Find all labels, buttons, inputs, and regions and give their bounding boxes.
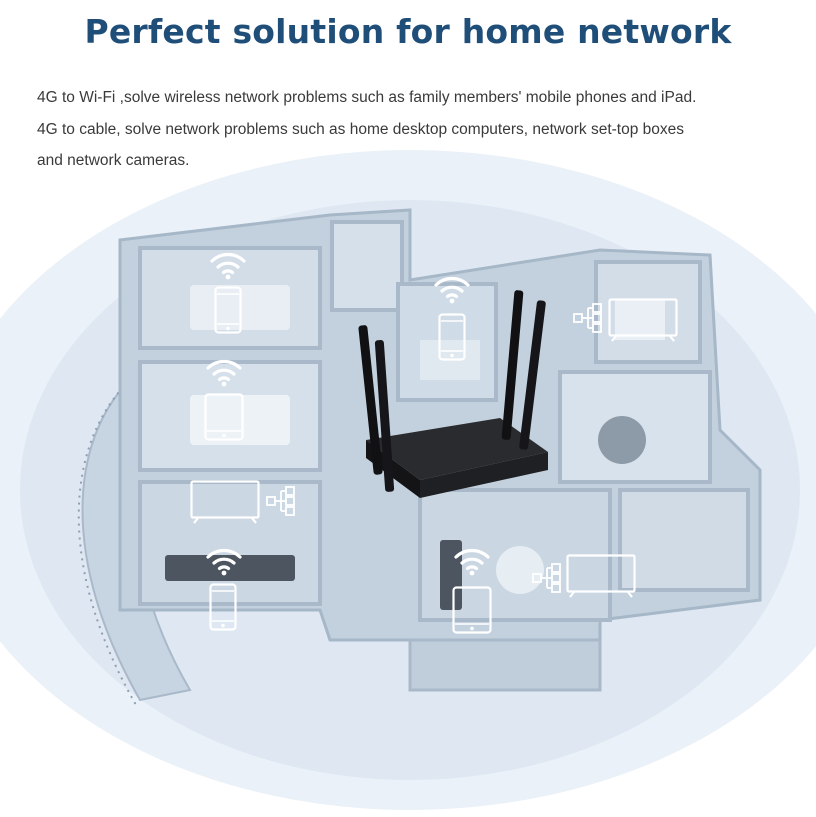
router-antenna-2 — [374, 340, 395, 492]
description-line-1: 4G to Wi-Fi ,solve wireless network prob… — [37, 89, 697, 106]
sofa-right — [440, 540, 462, 610]
description-line-3: and network cameras. — [37, 152, 190, 169]
bathroom — [330, 220, 404, 312]
router-antenna-3 — [501, 290, 524, 440]
description-line-2: 4G to cable, solve network problems such… — [37, 120, 685, 138]
bed-2 — [190, 395, 290, 445]
side-room — [618, 488, 750, 592]
headline: Perfect solution for home network — [84, 12, 732, 51]
front-terrace — [408, 638, 602, 692]
router — [358, 290, 548, 498]
coffee-table — [496, 546, 544, 594]
dining-table — [598, 416, 646, 464]
router-antenna-1 — [358, 325, 383, 475]
description: 4G to Wi-Fi ,solve wireless network prob… — [37, 82, 797, 177]
living-room-left — [138, 480, 322, 606]
desk — [615, 300, 665, 340]
router-antenna-4 — [519, 300, 546, 450]
